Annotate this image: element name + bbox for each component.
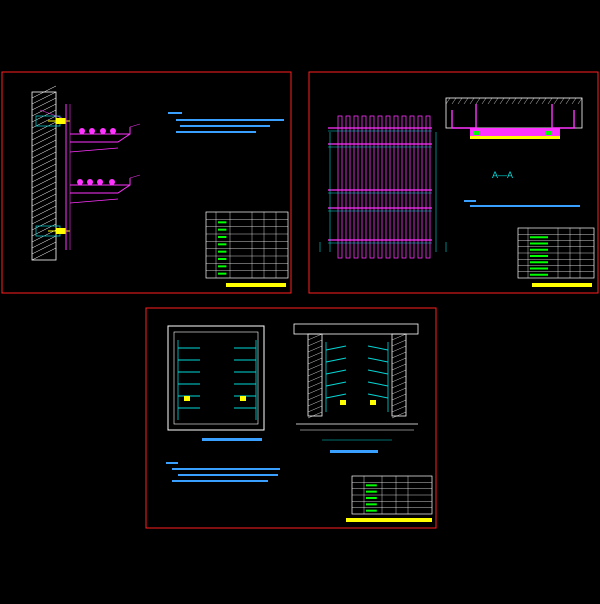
title-block-3 [351, 475, 433, 515]
anchor-bolt-bottom [35, 225, 70, 237]
section-label-a-a: A—A [492, 170, 514, 180]
wall-section [31, 85, 57, 261]
panel-2-frame [308, 71, 599, 294]
bracket-arm-upper [69, 127, 131, 153]
notes-block-3 [166, 462, 280, 482]
panel-1 [1, 71, 292, 294]
caption-3-mark [346, 518, 432, 522]
title-block-2 [517, 227, 595, 279]
bracket-plan-grid [328, 115, 432, 259]
notes-block-1 [168, 112, 284, 133]
trench-plan [167, 325, 265, 431]
caption-2-mark [532, 283, 592, 287]
bracket-arm-lower [69, 178, 131, 204]
caption-1-mark [226, 283, 286, 287]
trench-section [293, 323, 419, 441]
panel-3 [145, 307, 437, 529]
title-block-1 [205, 211, 289, 279]
notes-block-2 [464, 200, 580, 207]
panel-3-frame [145, 307, 437, 529]
panel-1-frame [1, 71, 292, 294]
panel-2 [308, 71, 599, 294]
